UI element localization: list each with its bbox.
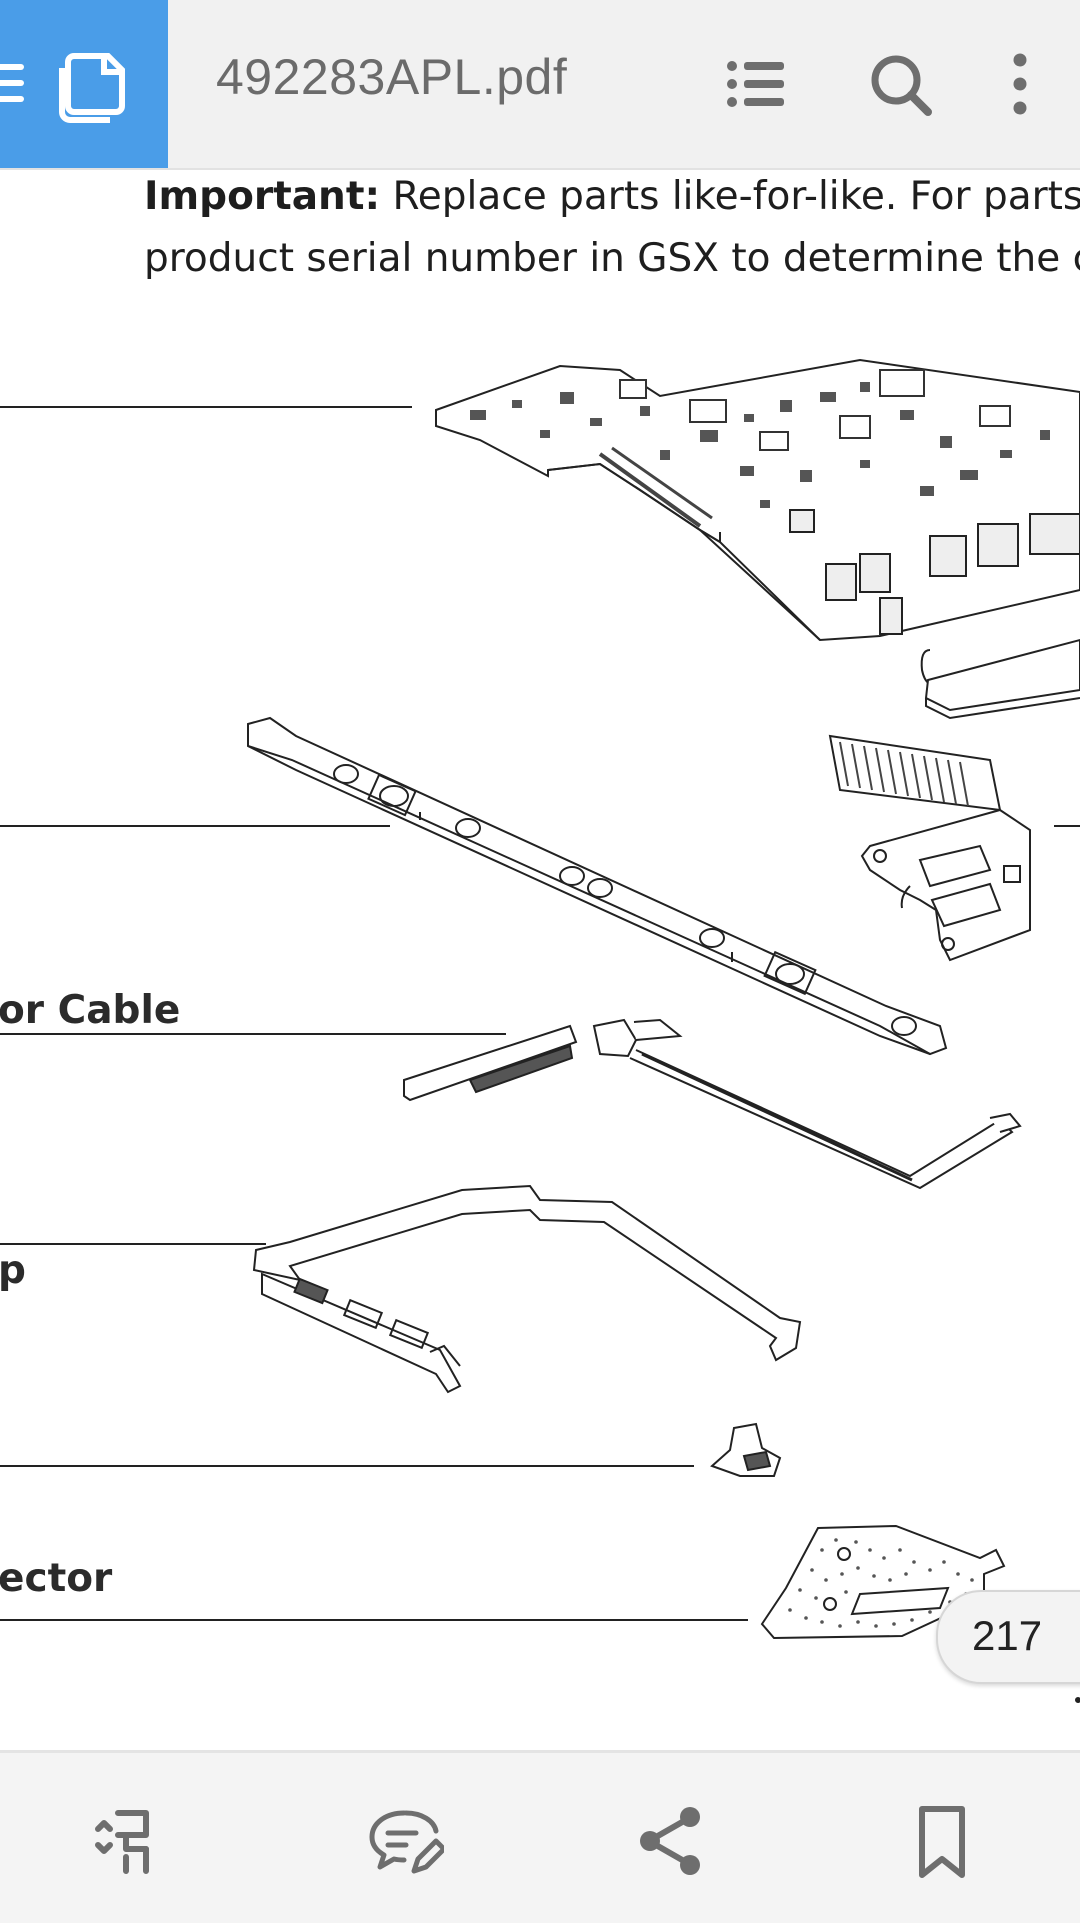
speaker-module-drawing [920, 638, 1080, 720]
important-note-line-2: product serial number in GSX to determin… [144, 236, 1080, 281]
pdf-page-view[interactable]: Important: Replace parts like-for-like. … [0, 170, 1080, 1750]
more-options-button[interactable] [984, 48, 1056, 120]
hdd-cable-drawing [403, 1018, 1022, 1190]
comment-button[interactable] [364, 1801, 447, 1881]
share-button[interactable] [632, 1801, 712, 1881]
logic-board-drawing [435, 358, 1080, 642]
top-app-bar: 492283APL.pdf [0, 0, 1080, 170]
bottom-action-bar [0, 1750, 1080, 1923]
important-text-1: Replace parts like-for-like. For parts w… [392, 174, 1080, 219]
small-clip-drawing [710, 1422, 782, 1477]
document-switcher-button[interactable] [0, 0, 168, 168]
more-vert-icon [1013, 53, 1027, 115]
page-number-indicator[interactable]: 217 [936, 1590, 1080, 1684]
outline-list-icon [727, 61, 784, 107]
part-label-connector: ector [0, 1556, 113, 1601]
share-icon [640, 1807, 700, 1875]
bracket-rail-drawing [247, 716, 948, 1056]
bookmark-icon [919, 1806, 965, 1878]
ir-board-bracket-drawing [252, 1184, 802, 1394]
document-icon [0, 53, 125, 123]
search-button[interactable] [864, 48, 936, 120]
heatsink-drawing [828, 734, 1031, 962]
bookmark-button[interactable] [902, 1801, 982, 1881]
comment-edit-icon [369, 1810, 447, 1874]
part-label-p: p [0, 1248, 26, 1293]
reflow-button[interactable] [92, 1801, 172, 1881]
search-icon [871, 55, 932, 116]
important-label: Important: [144, 174, 381, 219]
page-number: 217 [972, 1612, 1043, 1659]
outline-list-button[interactable] [720, 48, 792, 120]
important-note-line-1: Important: Replace parts like-for-like. … [144, 174, 1080, 219]
exploded-parts-diagram [0, 358, 1080, 1703]
part-label-cable: or Cable [0, 988, 181, 1033]
file-name-title: 492283APL.pdf [216, 49, 568, 105]
reflow-icon [95, 1810, 149, 1874]
